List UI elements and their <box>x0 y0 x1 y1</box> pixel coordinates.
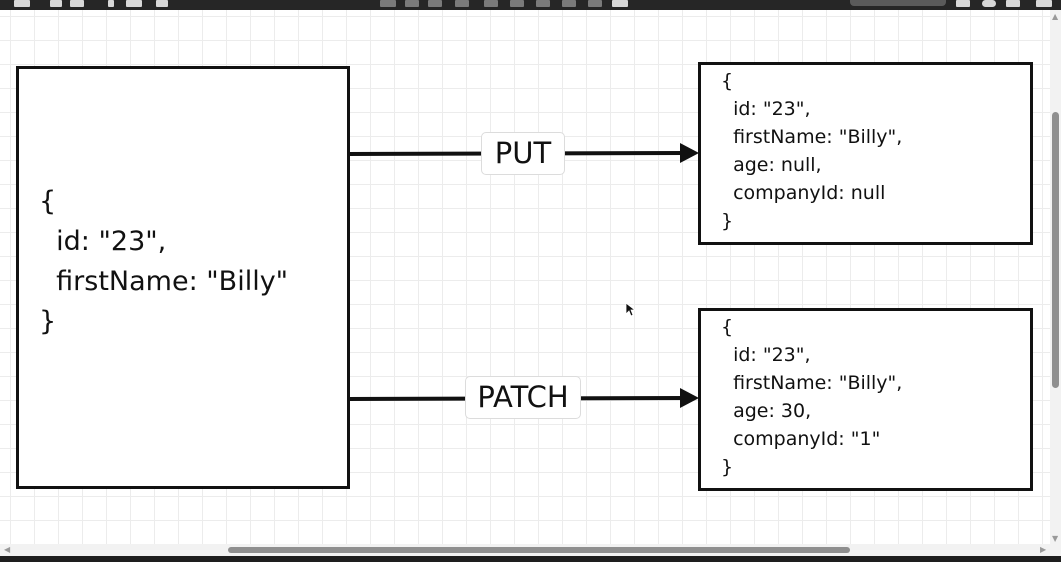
grid-icon[interactable] <box>70 0 84 7</box>
patch-result-box[interactable]: { id: "23", firstName: "Billy", age: 30,… <box>698 308 1033 491</box>
patch-result-line: firstName: "Billy", <box>721 372 903 394</box>
settings-icon[interactable] <box>1006 0 1020 7</box>
shadow-icon[interactable] <box>536 0 550 7</box>
connector-icon[interactable] <box>562 0 576 7</box>
patch-arrowhead-icon <box>680 388 699 408</box>
scroll-up-arrow-icon[interactable]: ▲ <box>1052 12 1059 21</box>
put-result-line: { <box>721 70 734 92</box>
copy-icon[interactable] <box>126 0 142 7</box>
page-icon[interactable] <box>50 0 62 7</box>
put-result-line: age: null, <box>721 154 822 176</box>
fullscreen-icon[interactable] <box>956 0 970 7</box>
scroll-down-arrow-icon[interactable]: ▼ <box>1052 534 1059 543</box>
undo-icon[interactable] <box>380 0 396 7</box>
redo-icon[interactable] <box>405 0 419 7</box>
insert-icon[interactable] <box>612 0 628 7</box>
request-box[interactable]: { id: "23", firstName: "Billy" } <box>16 66 350 489</box>
request-line: firstName: "Billy" <box>39 266 289 297</box>
vertical-scroll-thumb[interactable] <box>1052 112 1059 388</box>
put-label[interactable]: PUT <box>481 132 565 175</box>
fill-color-icon[interactable] <box>484 0 498 7</box>
scroll-left-arrow-icon[interactable]: ◀ <box>4 545 11 554</box>
to-front-icon[interactable] <box>455 0 469 7</box>
waypoint-icon[interactable] <box>588 0 602 7</box>
search-input[interactable] <box>850 0 946 6</box>
patch-result-line: age: 30, <box>721 400 812 422</box>
request-line: id: "23", <box>39 226 167 257</box>
help-icon[interactable] <box>982 0 996 7</box>
diamond-icon[interactable] <box>156 0 168 7</box>
put-result-box[interactable]: { id: "23", firstName: "Billy", age: nul… <box>698 62 1033 245</box>
horizontal-scroll-thumb[interactable] <box>228 547 850 553</box>
patch-label[interactable]: PATCH <box>465 376 581 419</box>
request-line: } <box>39 306 57 337</box>
line-color-icon[interactable] <box>510 0 524 7</box>
patch-result-line: { <box>721 316 734 338</box>
put-result-line: id: "23", <box>721 98 811 120</box>
scroll-right-arrow-icon[interactable]: ▶ <box>1040 545 1047 554</box>
put-result-line: } <box>721 210 734 232</box>
hamburger-icon[interactable] <box>1036 0 1052 7</box>
patch-result-line: } <box>721 456 734 478</box>
pointer-tool-icon[interactable] <box>108 0 114 7</box>
put-result-line: firstName: "Billy", <box>721 126 903 148</box>
put-arrowhead-icon <box>680 143 699 163</box>
mouse-pointer-icon <box>625 302 635 317</box>
delete-icon[interactable] <box>428 0 442 7</box>
bottom-bar <box>0 556 1061 562</box>
request-line: { <box>39 186 57 217</box>
menu-icon[interactable] <box>14 0 30 7</box>
put-result-line: companyId: null <box>721 182 886 204</box>
patch-result-line: companyId: "1" <box>721 428 881 450</box>
patch-result-line: id: "23", <box>721 344 811 366</box>
